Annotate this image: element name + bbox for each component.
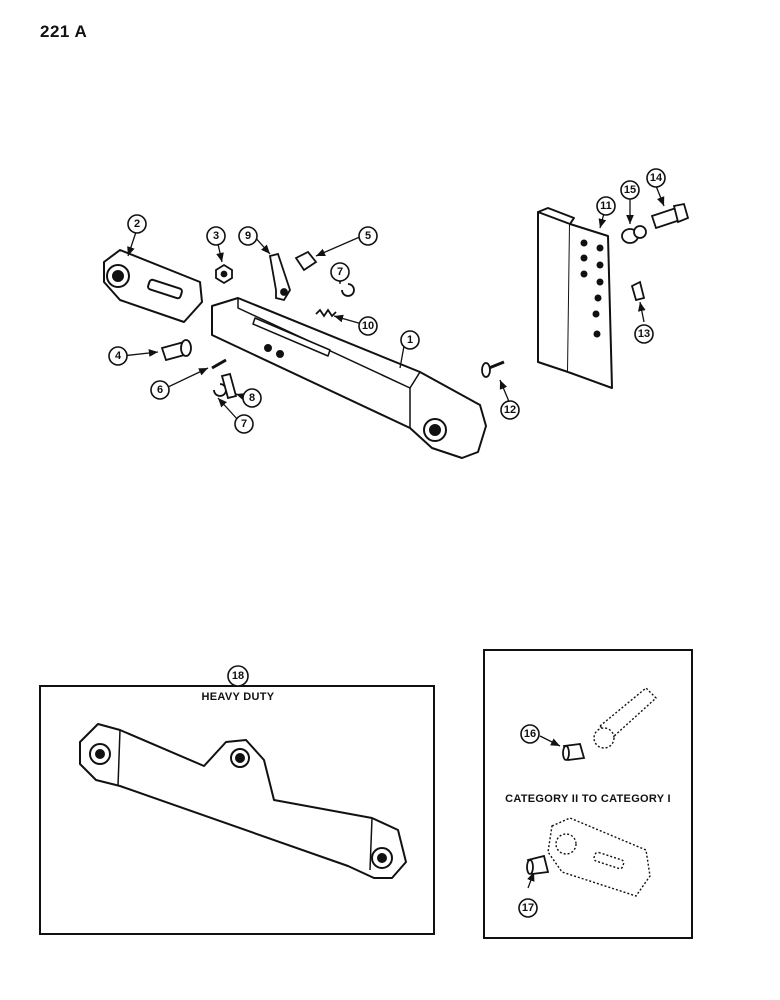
svg-text:7: 7 [241,418,247,430]
callout-numbers: 1 2 3 4 5 6 7 7 8 9 10 11 12 13 14 15 [108,168,666,434]
page-number: 221 A [40,22,88,41]
heavy-duty-label: HEAVY DUTY [202,691,275,703]
svg-text:9: 9 [245,230,251,242]
callout-2: 2 [127,214,147,234]
bushing-part [294,250,318,272]
svg-text:2: 2 [134,218,140,230]
callout-11: 11 [596,196,616,216]
bushing-16 [562,743,586,761]
end-bracket [103,249,203,323]
svg-text:6: 6 [157,384,163,396]
svg-text:1: 1 [407,334,413,346]
callout-7-lower: 7 [234,414,254,434]
callout-17: 17 [518,898,538,918]
svg-text:17: 17 [522,902,534,914]
adapter-label: CATEGORY II TO CATEGORY I [505,793,671,805]
channel-bracket [537,207,613,389]
svg-text:14: 14 [650,172,663,184]
bushing-17 [526,854,550,875]
roll-pin [211,358,227,370]
dotted-pin [593,687,658,749]
svg-text:10: 10 [362,320,374,332]
svg-text:8: 8 [249,392,255,404]
svg-text:13: 13 [638,328,650,340]
clip-part [630,280,646,302]
callout-3: 3 [206,226,226,246]
spring-part [315,308,337,318]
callout-13: 13 [634,324,654,344]
dotted-bracket [547,817,651,897]
snap-ring [341,283,355,297]
callout-7: 7 [330,262,350,282]
callout-15: 15 [620,180,640,200]
callout-10: 10 [358,316,378,336]
svg-text:5: 5 [365,230,371,242]
callout-4: 4 [108,346,128,366]
callout-8: 8 [242,388,262,408]
svg-text:7: 7 [337,266,343,278]
svg-text:18: 18 [232,670,244,682]
svg-text:3: 3 [213,230,219,242]
callout-1: 1 [400,330,420,350]
svg-text:11: 11 [600,200,612,212]
adapter-panel: CATEGORY II TO CATEGORY I 16 17 [483,649,693,939]
svg-text:4: 4 [115,350,122,362]
svg-text:12: 12 [504,404,516,416]
callout-5: 5 [358,226,378,246]
svg-text:16: 16 [524,728,536,740]
callout-16: 16 [520,724,540,744]
heavy-duty-link [79,723,407,879]
hardware-parts [160,202,690,400]
snap-ring [213,383,227,397]
lower-link-arm [211,297,487,459]
heavy-duty-panel: 18 HEAVY DUTY [39,665,435,935]
callout-18: 18 [227,665,249,687]
callout-14: 14 [646,168,666,188]
callout-12: 12 [500,400,520,420]
svg-text:15: 15 [624,184,636,196]
callout-9: 9 [238,226,258,246]
callout-6: 6 [150,380,170,400]
